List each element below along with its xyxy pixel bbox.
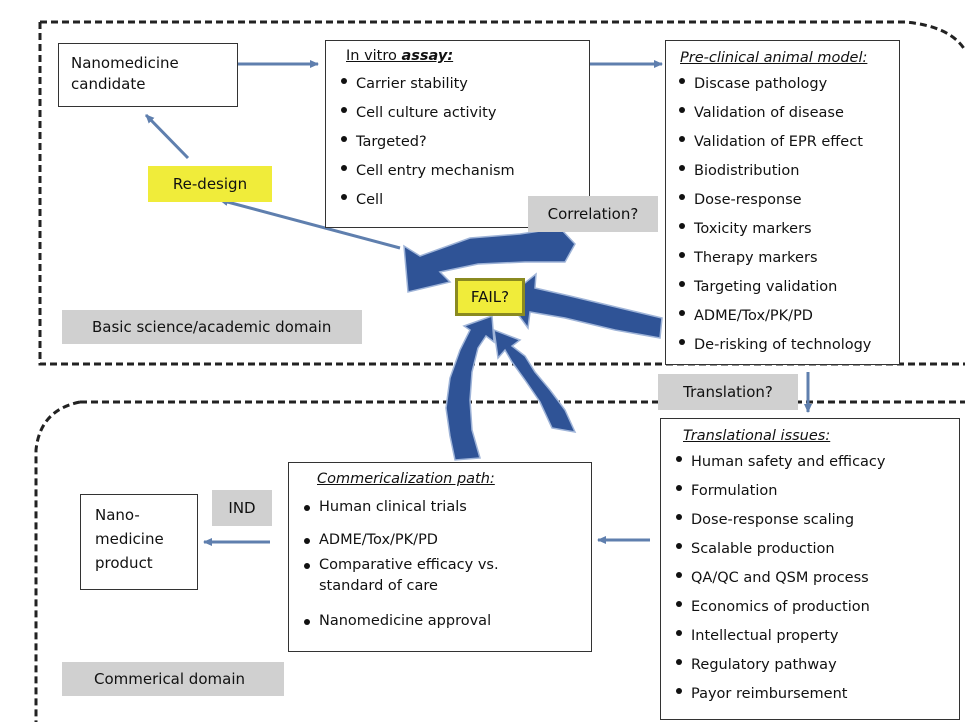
list-item: Targeting validation <box>676 273 889 302</box>
list-item: QA/QC and QSM process <box>673 564 947 593</box>
list-item: Carrier stability <box>338 70 577 99</box>
invitro-list: Carrier stability Cell culture activity … <box>338 70 577 215</box>
list-item: Economics of production <box>673 593 947 622</box>
fail-arrow-from-preclinical <box>504 272 663 339</box>
basic-domain-label: Basic science/academic domain <box>62 310 362 344</box>
fail-arrow-from-commercialization <box>445 314 495 461</box>
product-text: Nano-medicine product <box>95 506 164 572</box>
commercialization-heading: Commericalization path: <box>317 471 495 487</box>
commercialization-box: Commericalization path: Human clinical t… <box>288 462 592 652</box>
list-item: Validation of disease <box>676 99 889 128</box>
list-item: Nanomedicine approval <box>301 611 579 632</box>
preclinical-list: Discase pathology Validation of disease … <box>676 70 889 360</box>
preclinical-heading: Pre-clinical animal model: <box>680 50 868 66</box>
list-item: Cell culture activity <box>338 99 577 128</box>
list-item: Therapy markers <box>676 244 889 273</box>
list-item: ADME/Tox/PK/PD <box>676 302 889 331</box>
product-box: Nano-medicine product <box>80 494 198 590</box>
list-item: Human clinical trials <box>301 497 579 518</box>
candidate-box: Nanomedicine candidate <box>58 43 238 107</box>
fail-arrow-from-translational <box>493 328 577 433</box>
redesign-label: Re-design <box>148 166 272 202</box>
list-item: Scalable production <box>673 535 947 564</box>
list-item: Human safety and efficacy <box>673 448 947 477</box>
fail-arrows <box>403 227 663 461</box>
list-item: Regulatory pathway <box>673 651 947 680</box>
list-item: Dose-response scaling <box>673 506 947 535</box>
list-item: Intellectual property <box>673 622 947 651</box>
list-item: Toxicity markers <box>676 215 889 244</box>
candidate-text: Nanomedicine candidate <box>71 54 179 93</box>
list-item: Cell <box>338 186 577 215</box>
list-item: Dose-response <box>676 186 889 215</box>
fail-label: FAIL? <box>455 278 525 316</box>
list-item: Biodistribution <box>676 157 889 186</box>
translation-label: Translation? <box>658 374 798 410</box>
invitro-heading: In vitro assay: <box>338 43 577 68</box>
list-item: Validation of EPR effect <box>676 128 889 157</box>
preclinical-box: Pre-clinical animal model: Discase patho… <box>665 40 900 365</box>
list-item: Cell entry mechanism <box>338 157 577 186</box>
translational-heading: Translational issues: <box>683 428 831 444</box>
translational-list: Human safety and efficacy Formulation Do… <box>673 448 947 709</box>
arrow-fail-to-redesign <box>219 198 401 250</box>
academic-domain-border <box>38 20 965 366</box>
fail-arrow-from-correlation <box>403 227 576 293</box>
commercial-domain-border <box>34 400 965 722</box>
invitro-heading-italic: assay: <box>401 48 454 64</box>
ind-label: IND <box>212 490 272 526</box>
invitro-box: In vitro assay: Carrier stability Cell c… <box>325 40 590 228</box>
list-item: Payor reimbursement <box>673 680 947 709</box>
correlation-label: Correlation? <box>528 196 658 232</box>
list-item: De-risking of technology <box>676 331 889 360</box>
arrow-redesign-to-candidate <box>144 113 190 160</box>
list-item: Discase pathology <box>676 70 889 99</box>
list-item: ADME/Tox/PK/PD <box>301 530 579 551</box>
list-item: Comparative efficacy vs. standard of car… <box>301 555 509 597</box>
invitro-heading-prefix: In vitro <box>346 48 402 64</box>
commercial-domain-label: Commerical domain <box>62 662 284 696</box>
commercialization-list: Human clinical trials ADME/Tox/PK/PD Com… <box>301 497 579 632</box>
list-item: Targeted? <box>338 128 577 157</box>
list-item: Formulation <box>673 477 947 506</box>
translational-box: Translational issues: Human safety and e… <box>660 418 960 720</box>
